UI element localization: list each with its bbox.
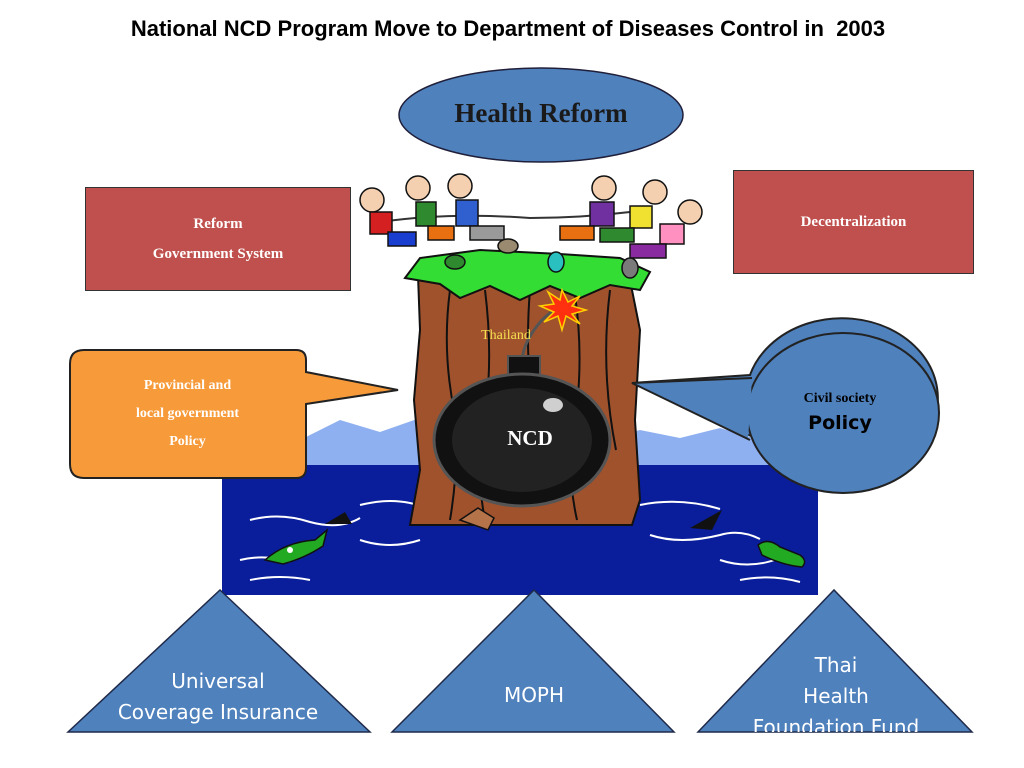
civil-line1: Civil society bbox=[803, 391, 877, 406]
health-reform-label: Health Reform bbox=[454, 98, 628, 128]
decentralization-box: Decentralization bbox=[733, 170, 974, 274]
crocodile-left bbox=[263, 527, 329, 565]
reform-government-box: Reform Government System bbox=[85, 187, 351, 291]
person-head bbox=[591, 175, 617, 201]
universal-coverage-label: Universal Coverage Insurance bbox=[108, 666, 328, 728]
person-head bbox=[642, 179, 668, 205]
moph-label: MOPH bbox=[503, 683, 565, 707]
tug-of-war-people bbox=[359, 173, 703, 279]
ncd-bomb-label: NCD bbox=[507, 426, 553, 450]
crocodile-right bbox=[757, 540, 806, 568]
provincial-line1: Provincial and bbox=[143, 378, 232, 393]
thai-health-line1: Thai bbox=[814, 653, 858, 677]
thailand-label: Thailand bbox=[481, 328, 531, 343]
sea-scene bbox=[222, 418, 818, 595]
person-head bbox=[359, 187, 385, 213]
rock bbox=[458, 507, 495, 531]
provincial-line3: Policy bbox=[169, 434, 206, 449]
shark-fin-left bbox=[325, 512, 352, 524]
person-head bbox=[447, 173, 473, 199]
fuse-spark bbox=[537, 287, 589, 333]
page-title: National NCD Program Move to Department … bbox=[130, 16, 886, 41]
civil-line2: Policy bbox=[808, 412, 872, 434]
thai-health-line3: Foundation Fund bbox=[752, 715, 920, 732]
moph-triangle bbox=[390, 588, 676, 733]
provincial-line2: local government bbox=[135, 406, 240, 421]
universal-coverage-triangle bbox=[66, 588, 372, 733]
health-reform-ellipse bbox=[398, 67, 684, 163]
person-head bbox=[677, 199, 703, 225]
decentralization-label: Decentralization bbox=[800, 214, 907, 230]
universal-line2: Coverage Insurance bbox=[117, 700, 319, 724]
thai-health-label: Thai Health Foundation Fund bbox=[736, 650, 936, 732]
reform-line2: Government System bbox=[152, 246, 284, 262]
provincial-callout-text: Provincial and local government Policy bbox=[100, 372, 275, 456]
thai-health-line2: Health bbox=[803, 684, 869, 708]
provincial-callout-shape bbox=[69, 349, 399, 479]
civil-society-callout-text: Civil society Policy bbox=[770, 389, 910, 437]
person-head bbox=[405, 175, 431, 201]
universal-line1: Universal bbox=[171, 669, 265, 693]
thai-health-triangle bbox=[696, 588, 974, 733]
shark-fin-right bbox=[690, 510, 722, 530]
reform-line1: Reform bbox=[193, 216, 243, 232]
bomb bbox=[432, 287, 612, 508]
